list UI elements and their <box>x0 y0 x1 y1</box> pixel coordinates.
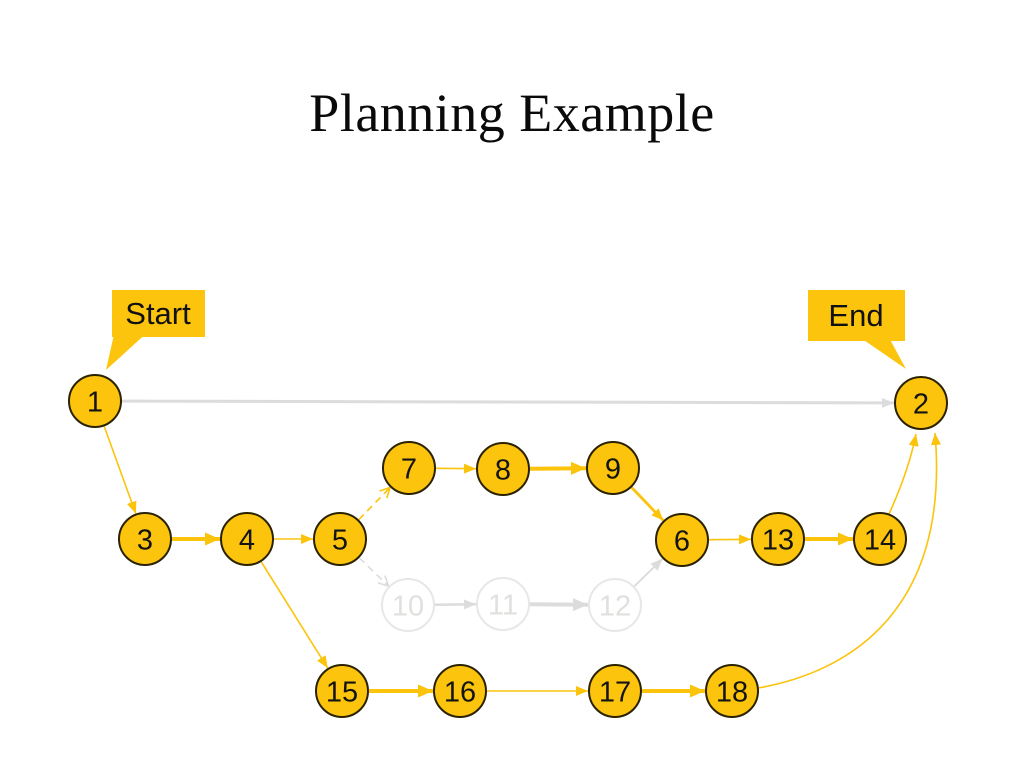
node-label: 9 <box>605 453 621 485</box>
node-9: 9 <box>586 441 640 495</box>
node-label: 3 <box>137 524 153 556</box>
end-callout-tail <box>855 334 906 369</box>
node-5: 5 <box>313 512 367 566</box>
node-label: 18 <box>716 676 748 708</box>
node-label: 4 <box>239 524 255 556</box>
edges-layer <box>103 397 941 698</box>
edge-18-2 <box>757 432 941 689</box>
node-circle <box>705 664 759 718</box>
node-1: 1 <box>68 374 122 428</box>
node-label: 17 <box>599 676 631 708</box>
edge-12-6 <box>633 558 664 587</box>
node-15: 15 <box>315 664 369 718</box>
node-circle <box>894 376 948 430</box>
node-3: 3 <box>118 512 172 566</box>
node-circle <box>220 512 274 566</box>
node-17: 17 <box>588 664 642 718</box>
start-callout: Start <box>106 290 205 370</box>
node-label: 13 <box>762 524 794 556</box>
node-circle <box>586 441 640 495</box>
node-circle <box>588 578 642 632</box>
slide-title: Planning Example <box>309 83 715 143</box>
node-circle <box>381 578 435 632</box>
node-label: 11 <box>488 589 518 621</box>
end-callout: End <box>808 290 906 369</box>
edge-1-3 <box>103 426 137 514</box>
edge-5-7 <box>358 486 392 521</box>
node-circle <box>853 512 907 566</box>
node-label: 5 <box>332 524 348 556</box>
node-circle <box>751 512 805 566</box>
node-7: 7 <box>382 441 436 495</box>
node-10: 10 <box>381 578 435 632</box>
node-4: 4 <box>220 512 274 566</box>
node-13: 13 <box>751 512 805 566</box>
node-8: 8 <box>476 442 530 496</box>
node-label: 7 <box>401 453 417 485</box>
start-label: Start <box>125 296 191 331</box>
end-label: End <box>828 298 883 333</box>
end-callout-box <box>808 290 905 341</box>
edge-8-9 <box>529 461 587 475</box>
node-label: 14 <box>864 524 896 556</box>
node-label: 15 <box>326 676 358 708</box>
node-16: 16 <box>433 664 487 718</box>
node-label: 12 <box>599 590 631 622</box>
node-circle <box>382 441 436 495</box>
node-14: 14 <box>853 512 907 566</box>
node-label: 8 <box>495 454 511 486</box>
node-6: 6 <box>655 513 709 567</box>
node-2: 2 <box>894 376 948 430</box>
node-12: 12 <box>588 578 642 632</box>
node-circle <box>476 577 530 631</box>
node-circle <box>655 513 709 567</box>
node-circle <box>433 664 487 718</box>
node-label: 10 <box>392 590 424 622</box>
edge-14-2 <box>888 433 919 515</box>
start-callout-box <box>112 290 205 337</box>
edge-9-6 <box>630 486 665 522</box>
edge-4-15 <box>260 561 329 669</box>
start-callout-tail <box>106 330 150 370</box>
edge-11-12 <box>529 598 589 612</box>
node-circle <box>68 374 122 428</box>
node-circle <box>315 664 369 718</box>
node-circle <box>313 512 367 566</box>
node-circle <box>118 512 172 566</box>
edge-5-10 <box>358 557 390 588</box>
node-label: 2 <box>913 388 929 420</box>
node-11: 11 <box>476 577 530 631</box>
node-circle <box>476 442 530 496</box>
node-label: 16 <box>444 676 476 708</box>
node-circle <box>588 664 642 718</box>
node-label: 6 <box>674 525 690 557</box>
node-18: 18 <box>705 664 759 718</box>
edge-1-2 <box>121 397 895 408</box>
node-label: 1 <box>87 386 103 418</box>
